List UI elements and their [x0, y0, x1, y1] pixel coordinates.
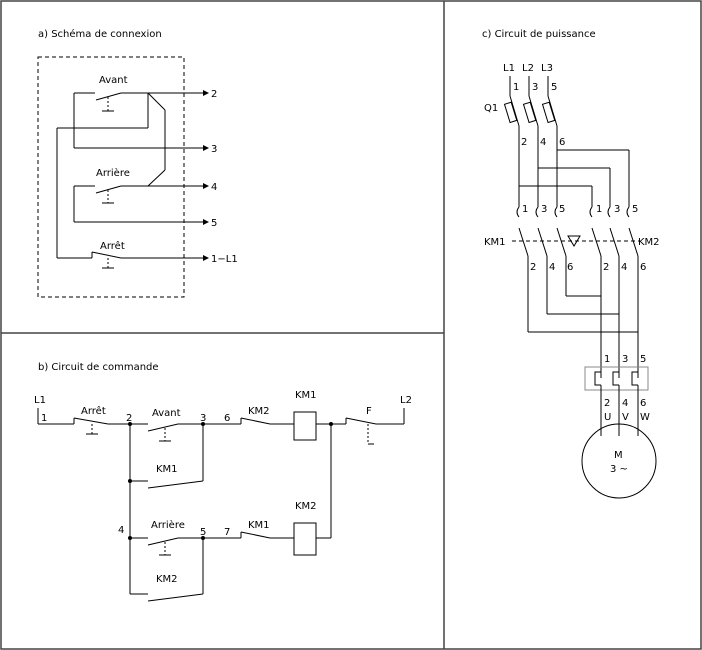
- avant-label: Avant: [99, 75, 128, 86]
- km1-interlock-label: KM1: [248, 520, 270, 531]
- km2-t5-label: 5: [632, 204, 638, 215]
- km1-coil-label: KM1: [295, 390, 317, 401]
- supply-l2-label: L2: [400, 395, 412, 406]
- breaker-t4-label: 4: [540, 137, 546, 148]
- panel-c-title: c) Circuit de puissance: [482, 29, 596, 40]
- arriere-no-contact: Arrière: [130, 519, 203, 556]
- supply-l1-label: L1: [34, 395, 46, 406]
- km2-t3-label: 3: [614, 204, 620, 215]
- phase-l3-label: L3: [541, 63, 553, 74]
- phase-l2-label: L2: [522, 63, 534, 74]
- relay-in-t1-label: 1: [604, 354, 610, 365]
- relay-out-t2-label: 2: [604, 398, 610, 409]
- km1-t6-label: 6: [567, 262, 573, 273]
- arret-label: Arrêt: [100, 240, 125, 252]
- km1-t3-label: 3: [541, 204, 547, 215]
- km2-t2-label: 2: [603, 262, 609, 273]
- breaker-t6-label: 6: [559, 137, 565, 148]
- breaker-q1: [503, 76, 558, 127]
- arriere-label: Arrière: [96, 167, 130, 179]
- km1-t2-label: 2: [530, 262, 536, 273]
- relay-in-t3-label: 3: [622, 354, 628, 365]
- terminal-3-label: 3: [211, 144, 217, 155]
- wire-2-label: 2: [126, 413, 132, 424]
- stop-label: Arrêt: [81, 405, 106, 417]
- terminal-1-l1-label: 1−L1: [211, 254, 238, 265]
- km2-hold-contact: KM2: [130, 538, 204, 602]
- arriere-pushbutton: Arrière: [74, 167, 148, 204]
- terminal-4-label: 4: [211, 182, 217, 193]
- terminal-5-label: 5: [211, 218, 217, 229]
- panel-a-connection-diagram: a) Schéma de connexion Avant 2 3 Arrière: [37, 28, 238, 298]
- relay-out-t6-label: 6: [640, 398, 646, 409]
- breaker-t3-label: 3: [532, 82, 538, 93]
- km2-interlock-label: KM2: [248, 406, 270, 417]
- km1-coil: KM1: [293, 390, 317, 441]
- panel-b-title: b) Circuit de commande: [38, 362, 159, 373]
- km2-coil-label: KM2: [295, 501, 317, 512]
- terminal-2-label: 2: [211, 89, 217, 100]
- wire-4-label: 4: [118, 525, 124, 536]
- pushbutton-station-box: [37, 56, 185, 298]
- wire-7-label: 7: [224, 527, 230, 538]
- wire-1-label: 1: [41, 413, 47, 424]
- motor-terminal-w: W: [640, 412, 650, 423]
- wire-6-label: 6: [224, 413, 230, 424]
- km1-t1-label: 1: [522, 204, 528, 215]
- km1-power-label: KM1: [484, 237, 506, 248]
- arret-nc-contact: Arrêt: [73, 405, 130, 435]
- avant-no-contact: Avant: [130, 408, 203, 442]
- overload-relay-contact: F: [345, 406, 405, 445]
- km1-hold-label: KM1: [156, 464, 178, 475]
- wire-3-label: 3: [200, 413, 206, 424]
- relay-in-t5-label: 5: [640, 354, 646, 365]
- breaker-t2-label: 2: [521, 137, 527, 148]
- relay-f-label: F: [366, 406, 372, 417]
- arret-pushbutton: Arrêt: [57, 240, 203, 269]
- panel-c-power-circuit: c) Circuit de puissance L1 L2 L3 1 3 5 Q…: [482, 29, 660, 499]
- km2-nc-interlock: KM2: [203, 406, 294, 425]
- km2-power-contacts: KM2 1 3 5 2 4 6: [589, 204, 660, 273]
- km1-t5-label: 5: [559, 204, 565, 215]
- fwd-label: Avant: [152, 408, 181, 419]
- panel-b-control-circuit: b) Circuit de commande L1 L2 1 Arrêt 2 A…: [34, 362, 412, 602]
- km2-t1-label: 1: [596, 204, 602, 215]
- motor-type-label: 3 ~: [610, 464, 628, 475]
- km2-t4-label: 4: [621, 262, 627, 273]
- panel-a-title: a) Schéma de connexion: [38, 28, 162, 40]
- rev-label: Arrière: [151, 519, 185, 531]
- avant-pushbutton: Avant: [74, 75, 148, 112]
- km2-hold-label: KM2: [156, 574, 178, 585]
- km2-coil: KM2: [293, 501, 317, 556]
- breaker-t5-label: 5: [551, 82, 557, 93]
- interlock-triangle: [567, 235, 581, 247]
- km2-power-label: KM2: [638, 237, 660, 248]
- motor-name-label: M: [614, 450, 623, 461]
- km1-nc-interlock: KM1: [203, 520, 294, 539]
- breaker-t1-label: 1: [513, 82, 519, 93]
- breaker-q1-label: Q1: [484, 103, 498, 114]
- km1-power-contacts: KM1 1 3 5 2 4 6: [484, 204, 573, 273]
- km2-t6-label: 6: [640, 262, 646, 273]
- motor-terminal-v: V: [622, 412, 629, 423]
- relay-out-t4-label: 4: [622, 398, 628, 409]
- km1-hold-contact: KM1: [130, 424, 204, 489]
- km1-t4-label: 4: [549, 262, 555, 273]
- motor-m: M 3 ~: [581, 423, 657, 499]
- motor-terminal-u: U: [604, 412, 611, 423]
- thermal-overload-relay: [584, 366, 649, 391]
- phase-l1-label: L1: [503, 63, 515, 74]
- wire-5-label: 5: [200, 527, 206, 538]
